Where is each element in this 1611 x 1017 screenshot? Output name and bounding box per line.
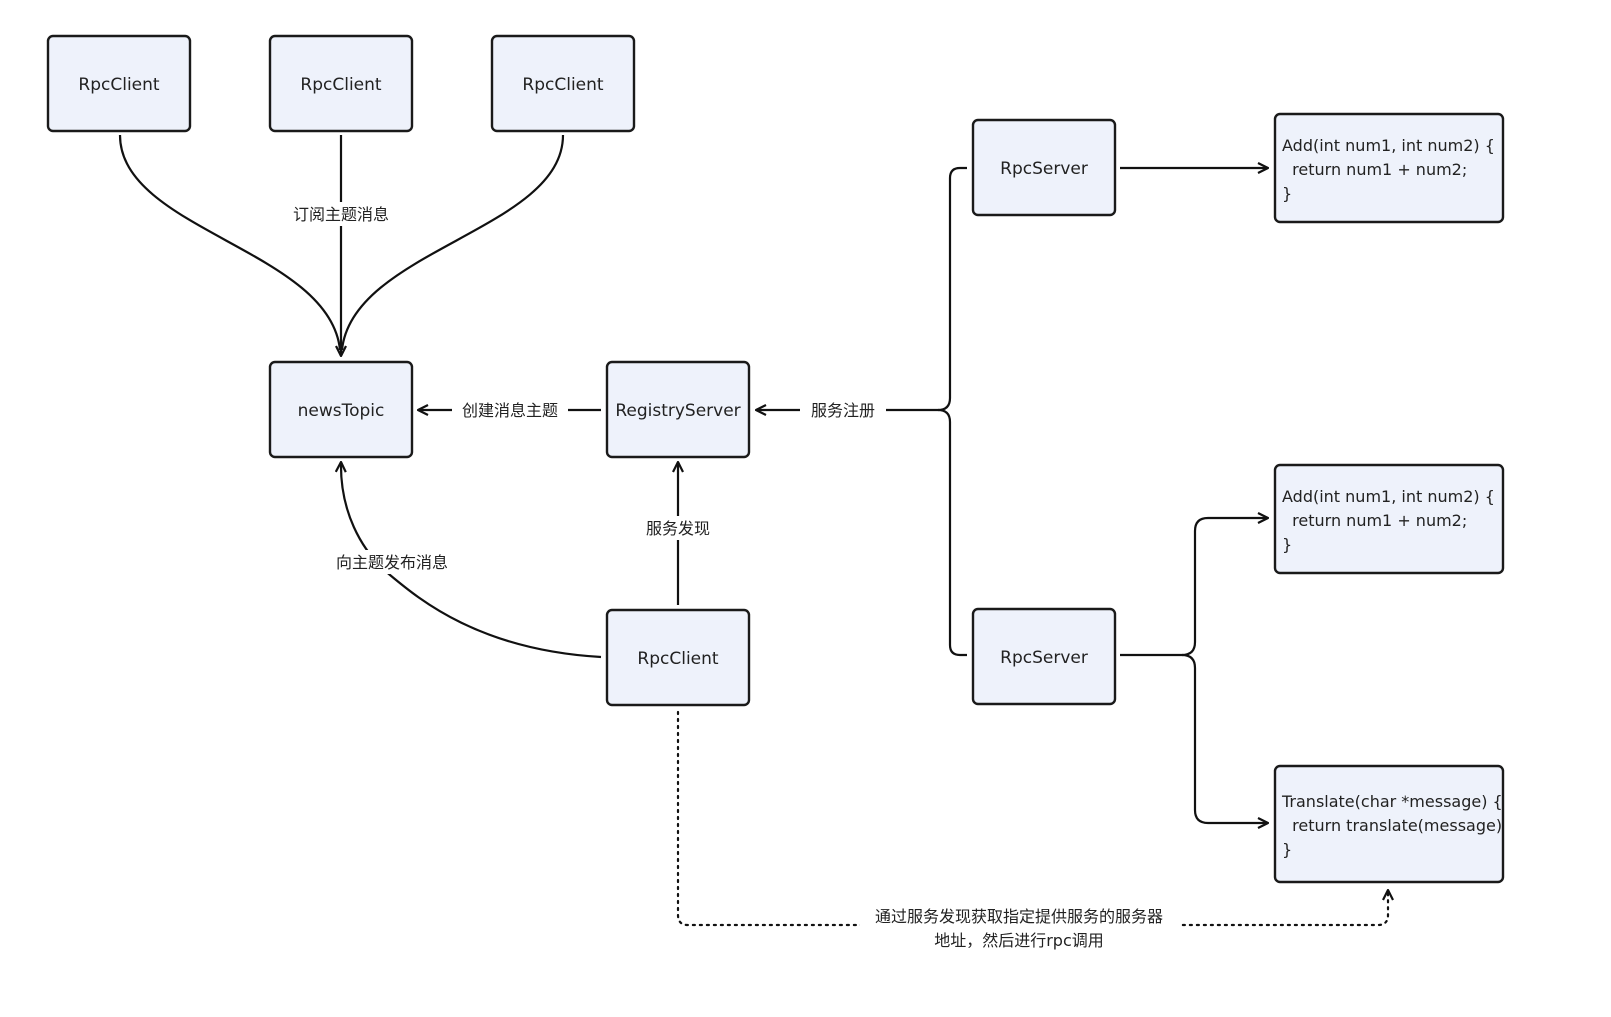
registry-server-node-label: RegistryServer — [615, 401, 740, 421]
translate-code-block: Translate(char *message) { return transl… — [1273, 764, 1505, 884]
subscribe-label: 订阅主题消息 — [293, 205, 389, 224]
add-code-block-2: Add(int num1, int num2) { return num1 + … — [1273, 463, 1505, 575]
edge-servers-to-registry — [756, 166, 967, 410]
discover-label: 服务发现 — [646, 519, 710, 538]
rpc-client-node-top-3: RpcClient — [490, 34, 636, 133]
create-topic-label: 创建消息主题 — [462, 401, 558, 420]
rpc-client-node-bottom: RpcClient — [605, 608, 751, 707]
translate-code-block-line-2: return translate(message) — [1282, 816, 1502, 835]
rpc-client-node-top-1: RpcClient — [46, 34, 192, 133]
add-code-block-2-line-1: Add(int num1, int num2) { — [1282, 487, 1495, 506]
subscribe-label-bg — [288, 202, 394, 226]
edge-client-3-to-newstopic — [340, 134, 565, 351]
register-label: 服务注册 — [811, 401, 875, 420]
translate-code-block-line-3: } — [1282, 840, 1292, 859]
add-code-block-2-line-3: } — [1282, 535, 1292, 554]
rpc-server-node-1: RpcServer — [971, 118, 1117, 217]
registry-server-node: RegistryServer — [605, 360, 751, 459]
publish-label-bg — [330, 550, 454, 574]
edge-server-2-to-translate-code — [1181, 653, 1268, 823]
add-code-block-2-line-2: return num1 + num2; — [1282, 511, 1467, 530]
edge-server-2-brace — [937, 408, 967, 657]
edge-client-1-to-newstopic — [118, 134, 342, 351]
rpc-server-node-2: RpcServer — [971, 607, 1117, 706]
translate-code-block-line-1: Translate(char *message) { — [1281, 792, 1503, 811]
add-code-block-1-line-1: Add(int num1, int num2) { — [1282, 136, 1495, 155]
add-code-block-1-line-2: return num1 + num2; — [1282, 160, 1467, 179]
discover-label-bg — [638, 516, 718, 540]
edge-client-bottom-to-newstopic — [341, 462, 602, 659]
publish-label: 向主题发布消息 — [336, 553, 448, 572]
rpc-client-node-top-1-label: RpcClient — [78, 75, 159, 95]
news-topic-node: newsTopic — [268, 360, 414, 459]
rpc-call-label-line-2: 地址，然后进行rpc调用 — [934, 931, 1104, 950]
add-code-block-1: Add(int num1, int num2) { return num1 + … — [1273, 112, 1505, 224]
add-code-block-1-line-3: } — [1282, 184, 1292, 203]
register-label-bg — [800, 398, 886, 422]
rpc-server-node-1-label: RpcServer — [1000, 159, 1088, 179]
create-topic-label-bg — [452, 398, 568, 422]
rpc-client-node-top-2-label: RpcClient — [300, 75, 381, 95]
rpc-call-label-line-1: 通过服务发现获取指定提供服务的服务器 — [875, 907, 1163, 926]
rpc-call-label-bg — [860, 900, 1180, 952]
rpc-server-node-2-label: RpcServer — [1000, 648, 1088, 668]
rpc-client-node-bottom-label: RpcClient — [637, 649, 718, 669]
rpc-client-node-top-2: RpcClient — [268, 34, 414, 133]
rpc-client-node-top-3-label: RpcClient — [522, 75, 603, 95]
edge-server-2-to-add-code — [1120, 518, 1268, 657]
news-topic-node-label: newsTopic — [298, 401, 385, 421]
